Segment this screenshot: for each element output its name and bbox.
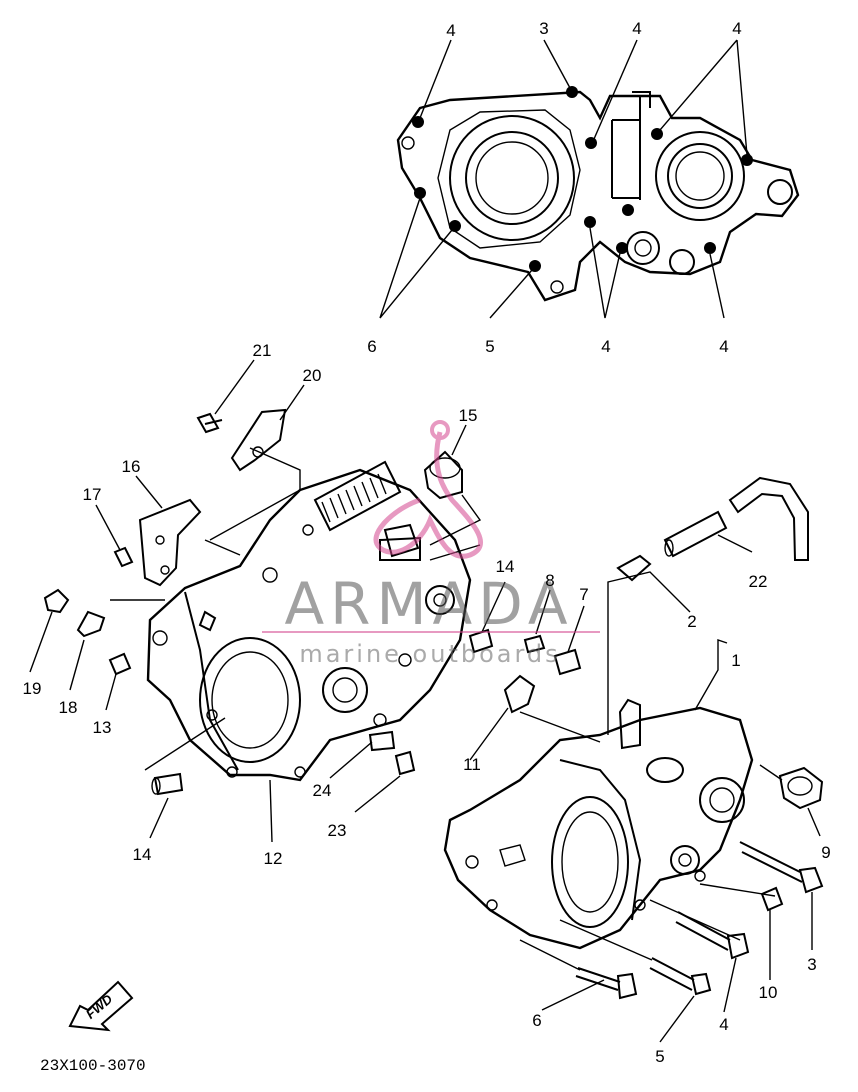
- top-crankcase-view: [379, 39, 800, 319]
- callout-14: 14: [133, 845, 152, 864]
- callout-4: 4: [732, 19, 741, 38]
- callout-14: 14: [496, 557, 515, 576]
- callout-11: 11: [463, 755, 481, 774]
- callout-4: 4: [446, 21, 455, 40]
- callout-9: 9: [821, 843, 830, 862]
- callout-2: 2: [687, 612, 696, 631]
- callout-23: 23: [328, 821, 347, 840]
- callout-12: 12: [264, 849, 283, 868]
- callout-5: 5: [655, 1047, 664, 1066]
- watermark: ARMADA marine outboards: [262, 420, 600, 668]
- watermark-brand: ARMADA: [284, 570, 573, 638]
- fwd-arrow: FWD: [68, 980, 134, 1032]
- callout-numbers: 4 3 4 4 6 5 4 4 21 20 15 16 17 14 8 7 22…: [23, 19, 831, 1066]
- callout-4: 4: [601, 337, 610, 356]
- callout-4: 4: [719, 337, 728, 356]
- callout-3: 3: [539, 19, 548, 38]
- callout-22: 22: [749, 572, 768, 591]
- left-small-parts: [29, 359, 482, 843]
- callout-6: 6: [367, 337, 376, 356]
- callout-17: 17: [83, 485, 102, 504]
- callout-21: 21: [253, 341, 272, 360]
- callout-5: 5: [485, 337, 494, 356]
- callout-10: 10: [759, 983, 778, 1002]
- callout-7: 7: [579, 585, 588, 604]
- callout-3: 3: [807, 955, 816, 974]
- callout-13: 13: [93, 718, 112, 737]
- fin-hatching: [321, 473, 387, 523]
- callout-8: 8: [545, 571, 554, 590]
- callout-16: 16: [122, 457, 141, 476]
- callout-19: 19: [23, 679, 42, 698]
- bolt-holes-top: [412, 86, 753, 272]
- callout-20: 20: [303, 366, 322, 385]
- callout-24: 24: [313, 781, 332, 800]
- callout-1: 1: [731, 651, 740, 670]
- watermark-tagline: marine outboards: [299, 640, 560, 668]
- callout-15: 15: [459, 406, 478, 425]
- right-crankcase: [443, 698, 754, 950]
- callout-6: 6: [532, 1011, 541, 1030]
- callout-4: 4: [632, 19, 641, 38]
- callout-18: 18: [59, 698, 78, 717]
- part-code: 23X100-3070: [40, 1057, 146, 1075]
- callout-4: 4: [719, 1015, 728, 1034]
